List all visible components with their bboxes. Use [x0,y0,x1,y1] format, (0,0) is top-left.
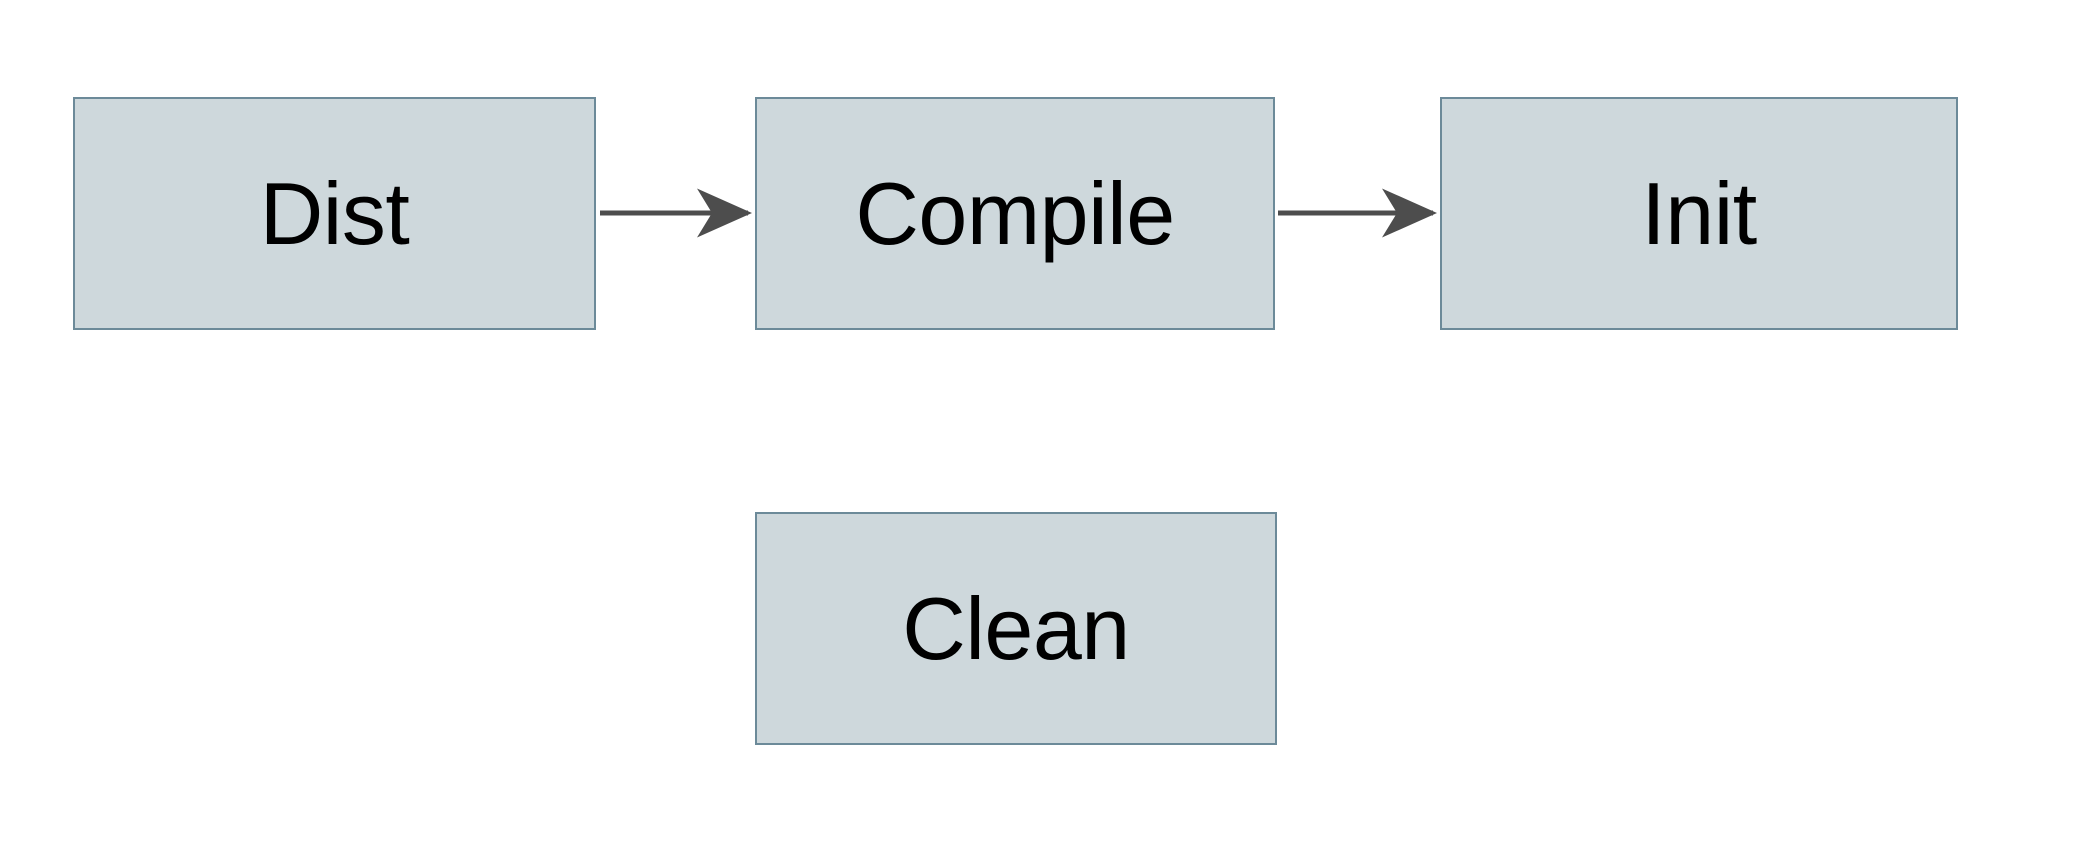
node-init-label: Init [1641,163,1757,263]
node-dist-label: Dist [259,163,410,263]
node-clean-label: Clean [902,578,1130,678]
node-compile-label: Compile [855,163,1175,263]
node-init[interactable]: Init [1440,97,1958,330]
node-dist[interactable]: Dist [73,97,596,330]
node-clean[interactable]: Clean [755,512,1277,745]
node-compile[interactable]: Compile [755,97,1275,330]
